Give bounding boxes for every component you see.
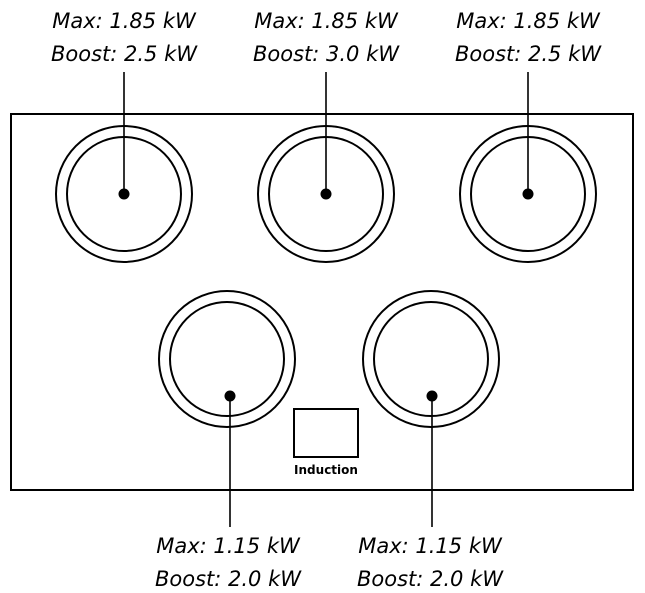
burner-top-right: Max: 1.85 kW Boost: 2.5 kW [455,9,602,263]
burner-center-dot [118,188,130,200]
control-panel-box [293,408,359,458]
burner-max-label: Max: 1.15 kW [358,534,503,558]
burner-boost-label: Boost: 2.0 kW [155,567,302,591]
burner-center-dot [522,188,534,200]
burner-inner-ring [373,301,489,417]
burner-boost-label: Boost: 2.0 kW [357,567,504,591]
burner-center-dot [320,188,332,200]
burner-inner-ring [169,301,285,417]
burner-max-label: Max: 1.85 kW [456,9,601,33]
burner-boost-label: Boost: 2.5 kW [51,42,198,66]
burner-max-label: Max: 1.85 kW [254,9,399,33]
burner-center-dot [426,390,438,402]
induction-badge: Induction [293,408,359,477]
burner-outer-ring [158,290,296,428]
burner-bottom-left: Max: 1.15 kW Boost: 2.0 kW [155,290,302,591]
induction-label: Induction [294,463,358,477]
cooktop-outline [10,113,634,491]
burner-max-label: Max: 1.15 kW [156,534,301,558]
burner-top-left: Max: 1.85 kW Boost: 2.5 kW [51,9,198,263]
burner-max-label: Max: 1.85 kW [52,9,197,33]
burner-outer-ring [362,290,500,428]
burner-center-dot [224,390,236,402]
burner-boost-label: Boost: 3.0 kW [253,42,400,66]
burner-top-center: Max: 1.85 kW Boost: 3.0 kW [253,9,400,263]
burner-bottom-right: Max: 1.15 kW Boost: 2.0 kW [357,290,504,591]
burner-boost-label: Boost: 2.5 kW [455,42,602,66]
